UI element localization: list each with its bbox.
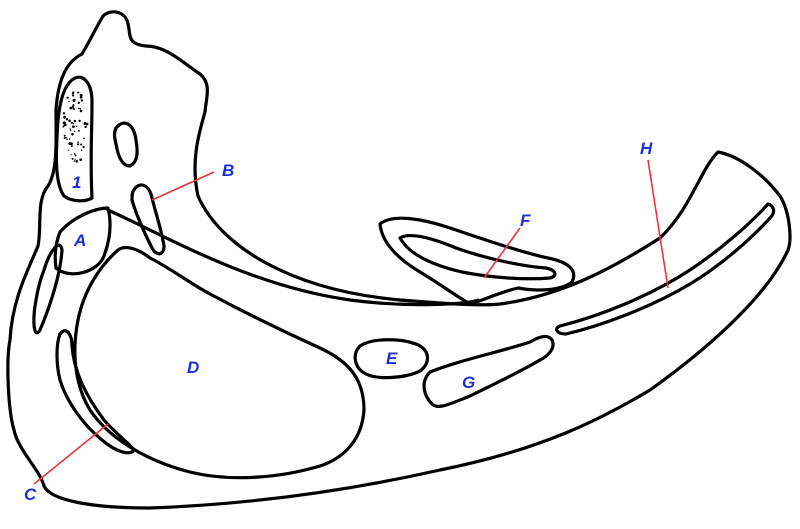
label-c: C <box>24 485 37 504</box>
label-d: D <box>187 358 199 377</box>
outer-body-outline <box>8 12 790 508</box>
stipple-dot <box>71 133 74 136</box>
stipple-dot <box>76 126 77 127</box>
stipple-dot <box>80 143 82 145</box>
stipple-dot <box>70 154 71 155</box>
stipple-dot <box>64 135 66 137</box>
stipple-dot <box>83 146 85 148</box>
label-g: G <box>462 373 475 392</box>
stipple-texture <box>63 91 89 162</box>
stipple-dot <box>74 120 76 122</box>
stipple-dot <box>68 149 69 150</box>
stipple-dot <box>71 145 73 147</box>
stipple-dot <box>70 130 71 131</box>
stipple-dot <box>72 95 74 97</box>
stipple-dot <box>80 110 83 113</box>
leader-line-f <box>484 228 520 278</box>
stipple-dot <box>81 99 83 101</box>
stipple-dot <box>78 130 80 132</box>
stipple-dot <box>79 108 80 109</box>
stipple-dot <box>78 120 80 122</box>
stipple-dot <box>78 108 79 109</box>
label-f: F <box>520 211 531 230</box>
structure-d-outline <box>75 248 364 478</box>
stipple-dot <box>70 128 71 129</box>
label-b: B <box>222 161 234 180</box>
stipple-dot <box>76 161 77 162</box>
stipple-dot <box>66 139 68 141</box>
upper-slit-outline <box>115 123 138 166</box>
stipple-dot <box>70 142 73 145</box>
stipple-dot <box>79 158 82 161</box>
stipple-dot <box>81 149 82 150</box>
stipple-dot <box>69 138 71 140</box>
stipple-dot <box>63 125 65 127</box>
leader-line-b <box>152 172 214 200</box>
structure-g-outline <box>424 336 553 406</box>
stipple-dot <box>74 130 76 132</box>
label-h: H <box>640 139 653 158</box>
structure-f-outer <box>380 218 574 304</box>
stipple-dot <box>65 137 67 139</box>
structure-a-channel <box>34 245 62 333</box>
stipple-dot <box>68 120 71 123</box>
label-a: A <box>73 231 86 250</box>
stipple-dot <box>83 137 85 139</box>
stipple-dot <box>73 160 75 162</box>
structure-b-outline <box>132 185 164 254</box>
stipple-dot <box>77 143 79 145</box>
stipple-dot <box>74 153 76 155</box>
stipple-dot <box>66 118 68 120</box>
leader-line-h <box>648 160 668 288</box>
stipple-dot <box>72 125 75 128</box>
stipple-dot <box>72 91 74 93</box>
stipple-dot <box>75 159 76 160</box>
stipple-dot <box>68 97 70 99</box>
stipple-dot <box>72 158 74 160</box>
stipple-dot <box>73 108 75 110</box>
stipple-dot <box>63 121 66 124</box>
label-1: 1 <box>72 173 81 192</box>
stipple-dot <box>77 92 79 94</box>
stipple-dot <box>77 141 79 143</box>
leader-line-c <box>34 424 108 484</box>
stipple-dot <box>63 112 65 114</box>
stipple-dot <box>63 116 66 119</box>
stipple-dot <box>84 126 86 128</box>
stipple-dot <box>84 122 87 125</box>
label-e: E <box>386 349 398 368</box>
stipple-dot <box>80 94 83 97</box>
stipple-dot <box>74 99 76 101</box>
stipple-dot <box>81 97 83 99</box>
stipple-dot <box>71 122 73 124</box>
stipple-dot <box>69 107 72 110</box>
stipple-dot <box>78 102 80 104</box>
stipple-dot <box>75 154 77 156</box>
stipple-dot <box>68 101 69 102</box>
